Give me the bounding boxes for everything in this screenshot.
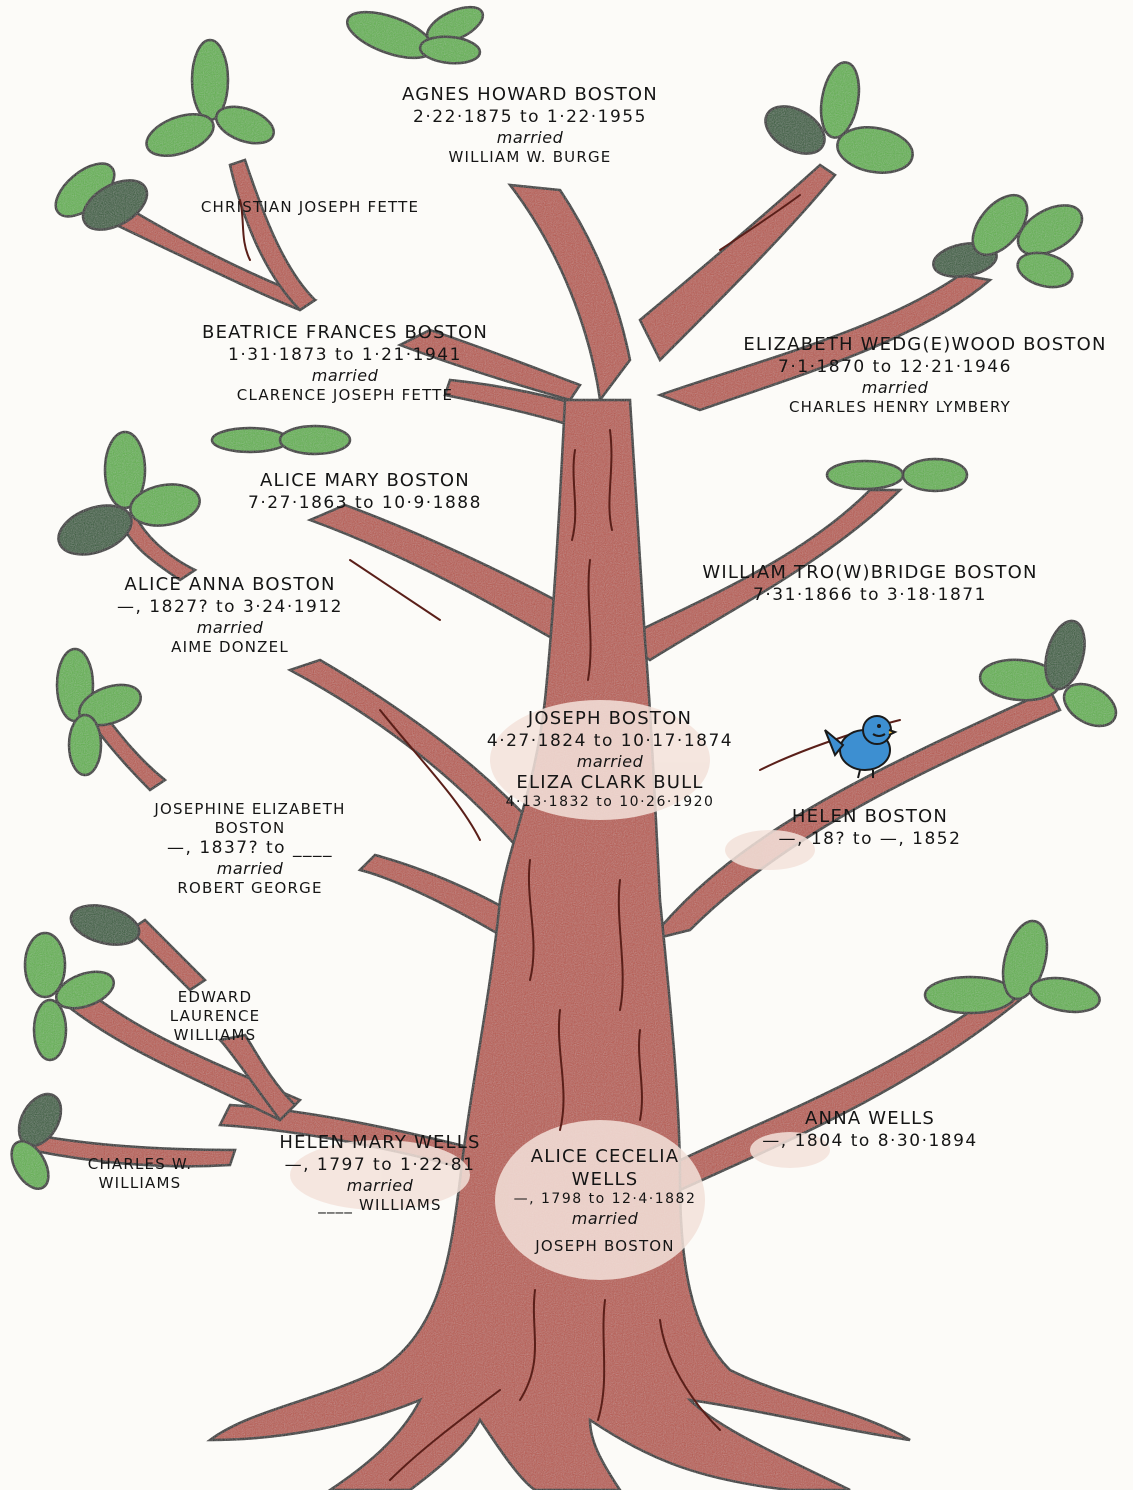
- person-elizabeth: Elizabeth Wedg(e)wood Boston 7·1·1870 to…: [725, 334, 1125, 417]
- branch-elizabeth-upper: [640, 165, 835, 360]
- person-name: Beatrice Frances Boston: [180, 322, 510, 345]
- person-dates: —, 1798 to 12·4·1882: [490, 1191, 720, 1209]
- person-joseph: Joseph Boston 4·27·1824 to 10·17·1874 ma…: [470, 708, 750, 812]
- leaf-cluster-top-left: [141, 40, 279, 164]
- person-name: Joseph Boston: [470, 708, 750, 731]
- spouse-name: Robert George: [110, 879, 390, 898]
- spouse-name: Eliza Clark Bull: [470, 772, 750, 795]
- person-name-line1: Josephine Elizabeth: [110, 800, 390, 819]
- spouse-name: William W. Burge: [380, 148, 680, 167]
- spouse-dates: 4·13·1832 to 10·26·1920: [470, 794, 750, 812]
- person-name-line1: Alice Cecelia: [490, 1146, 720, 1169]
- person-charles: Charles W. Williams: [60, 1155, 220, 1193]
- person-edward: Edward Laurence Williams: [130, 988, 300, 1044]
- person-dates: 7·27·1863 to 10·9·1888: [225, 493, 505, 514]
- married-text: married: [725, 378, 1065, 398]
- person-dates: —, 1837? to ____: [110, 838, 390, 859]
- person-beatrice: Beatrice Frances Boston 1·31·1873 to 1·2…: [180, 322, 510, 405]
- leaf-cluster-alice-mary: [212, 426, 350, 454]
- married-text: married: [380, 128, 680, 148]
- person-name: Anna Wells: [750, 1108, 990, 1131]
- person-dates: —, 1797 to 1·22·81: [270, 1155, 490, 1176]
- person-dates: —, 1804 to 8·30·1894: [750, 1131, 990, 1152]
- person-name-line1: Edward: [130, 988, 300, 1007]
- spouse-name: ____ Williams: [270, 1196, 490, 1215]
- married-text: married: [110, 859, 390, 879]
- branch-edward-upper: [130, 920, 205, 990]
- leaf-cluster-william: [827, 459, 967, 491]
- person-dates: 7·1·1870 to 12·21·1946: [725, 357, 1065, 378]
- person-dates: 7·31·1866 to 3·18·1871: [680, 585, 1060, 606]
- person-dates: 4·27·1824 to 10·17·1874: [470, 731, 750, 752]
- leaf-cluster-alice-anna: [52, 432, 203, 564]
- person-agnes: Agnes Howard Boston 2·22·1875 to 1·22·19…: [380, 84, 680, 167]
- person-dates: —, 18? to —, 1852: [740, 829, 1000, 850]
- person-name: William Tro(w)bridge Boston: [680, 562, 1060, 585]
- person-helen-mary: Helen Mary Wells —, 1797 to 1·22·81 marr…: [270, 1132, 490, 1215]
- leaf-cluster-right: [931, 185, 1091, 292]
- spouse-name: Aime Donzel: [90, 638, 370, 657]
- married-text: married: [180, 366, 510, 386]
- person-anna: Anna Wells —, 1804 to 8·30·1894: [750, 1108, 990, 1152]
- person-alice-anna: Alice Anna Boston —, 1827? to 3·24·1912 …: [90, 574, 370, 657]
- person-name-line2: Boston: [110, 819, 390, 838]
- person-dates: —, 1827? to 3·24·1912: [90, 597, 370, 618]
- person-name: Christian Joseph Fette: [190, 198, 430, 217]
- person-name-line2: Williams: [60, 1174, 220, 1193]
- spouse-name: Clarence Joseph Fette: [180, 386, 510, 405]
- person-name-line2: Wells: [490, 1169, 720, 1192]
- person-dates: 2·22·1875 to 1·22·1955: [380, 107, 680, 128]
- leaf-cluster-edward: [67, 899, 144, 952]
- leaf-cluster-top: [342, 0, 489, 67]
- person-name: Agnes Howard Boston: [380, 84, 680, 107]
- person-name-line1: Charles W.: [60, 1155, 220, 1174]
- person-name-line3: Williams: [130, 1026, 300, 1045]
- person-alice-cecelia: Alice Cecelia Wells —, 1798 to 12·4·1882…: [490, 1146, 720, 1255]
- married-text: married: [470, 752, 750, 772]
- person-name: Alice Mary Boston: [225, 470, 505, 493]
- married-text: married: [270, 1176, 490, 1196]
- person-name: Elizabeth Wedg(e)wood Boston: [725, 334, 1125, 357]
- person-name: Alice Anna Boston: [90, 574, 370, 597]
- spouse-name: Joseph Boston: [490, 1237, 720, 1256]
- person-josephine: Josephine Elizabeth Boston —, 1837? to _…: [110, 800, 390, 898]
- spouse-name: Charles Henry Lymbery: [725, 398, 1075, 417]
- leaf-cluster-edward-left: [25, 933, 119, 1060]
- person-helen-boston: Helen Boston —, 18? to —, 1852: [740, 806, 1000, 850]
- married-text: married: [90, 618, 370, 638]
- person-dates: 1·31·1873 to 1·21·1941: [180, 345, 510, 366]
- person-william: William Tro(w)bridge Boston 7·31·1866 to…: [680, 562, 1060, 606]
- person-name-line2: Laurence: [130, 1007, 300, 1026]
- leaf-cluster-upper-right: [757, 59, 916, 178]
- married-text: married: [490, 1209, 720, 1229]
- person-name: Helen Mary Wells: [270, 1132, 490, 1155]
- person-name: Helen Boston: [740, 806, 1000, 829]
- person-christian: Christian Joseph Fette: [190, 198, 430, 217]
- person-alice-mary: Alice Mary Boston 7·27·1863 to 10·9·1888: [225, 470, 505, 514]
